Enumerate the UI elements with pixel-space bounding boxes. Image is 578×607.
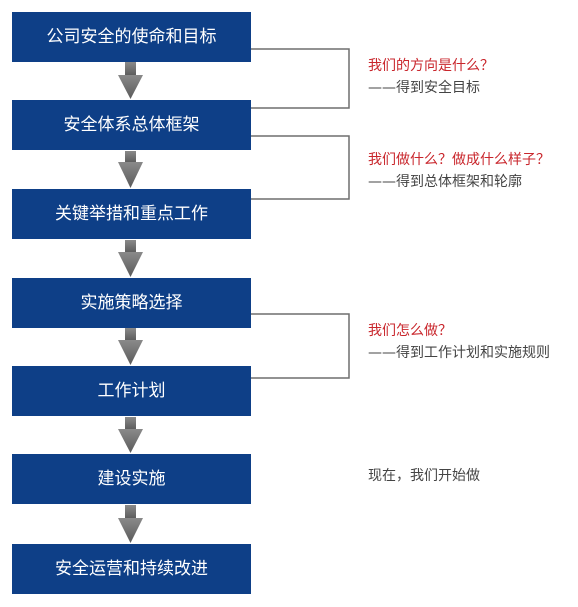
step-implementation: 建设实施 [12,454,251,504]
note-question: 我们做什么？做成什么样子？ [368,152,550,168]
arrow-6 [118,505,143,543]
note-direction: 我们的方向是什么？ ——得到安全目标 [368,55,494,99]
note-question: 我们的方向是什么？ [368,58,494,74]
note-answer: ——得到总体框架和轮廓 [368,174,522,190]
note-answer: ——得到工作计划和实施规则 [368,345,550,361]
arrow-1 [118,62,143,99]
arrow-3 [118,240,143,277]
note-how-to-do: 我们怎么做？ ——得到工作计划和实施规则 [368,320,550,364]
arrow-4 [118,328,143,365]
step-work-plan: 工作计划 [12,366,251,416]
note-question: 我们怎么做？ [368,323,452,339]
bracket-1 [251,48,350,109]
step-key-initiatives: 关键举措和重点工作 [12,189,251,239]
step-overall-framework: 安全体系总体框架 [12,100,251,150]
note-answer: ——得到安全目标 [368,80,480,96]
step-strategy-choice: 实施策略选择 [12,278,251,328]
step-mission-goals: 公司安全的使命和目标 [12,12,251,62]
note-start-now: 现在，我们开始做 [368,465,480,487]
note-what-to-do: 我们做什么？做成什么样子？ ——得到总体框架和轮廓 [368,149,550,193]
bracket-3 [251,313,350,379]
arrow-5 [118,417,143,453]
arrow-2 [118,151,143,188]
note-text: 现在，我们开始做 [368,468,480,484]
bracket-2 [251,135,350,200]
step-operation-improve: 安全运营和持续改进 [12,544,251,594]
